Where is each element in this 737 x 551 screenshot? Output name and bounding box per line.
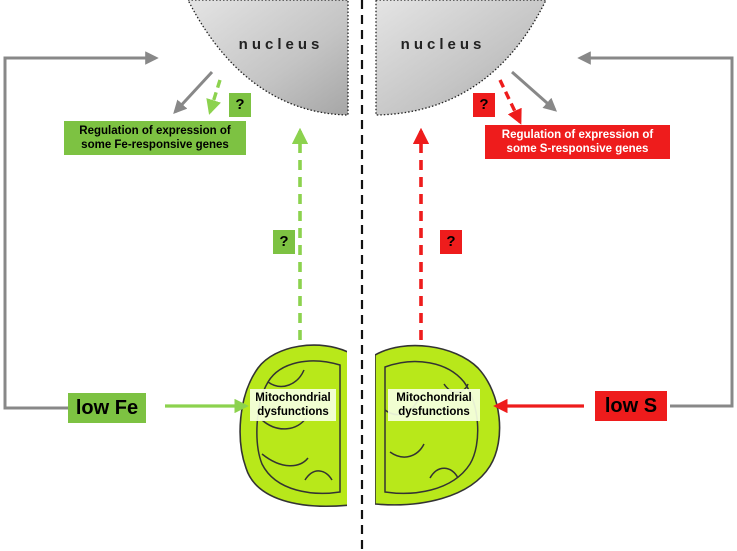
left-feedback-arrow [3,51,159,410]
left-nucleus-dashed-arrow [206,79,222,115]
right-regulation-box: Regulation of expression of some S-respo… [485,125,670,159]
right-nucleus-label: nucleus [400,36,486,53]
left-question-nucleus: ? [229,93,251,117]
right-question-nucleus: ? [473,93,495,117]
left-question-mid: ? [273,230,295,254]
low-s-box: low S [595,391,667,421]
right-feedback-arrow [577,51,734,408]
left-nucleus-label: nucleus [238,36,324,53]
left-nucleus [187,0,349,116]
right-nucleus-dashed-arrow [498,79,522,125]
right-nucleus [375,0,547,116]
low-fe-box: low Fe [68,393,146,423]
left-nucleus-to-genes-arrow [173,70,214,114]
right-mitochondrion [375,344,501,506]
right-mito-label: Mitochondrial dysfunctions [388,389,480,421]
right-question-mid: ? [440,230,462,254]
left-mitochondrion [239,344,347,508]
left-regulation-box: Regulation of expression of some Fe-resp… [64,121,246,155]
left-mito-label: Mitochondrial dysfunctions [250,389,336,421]
right-nucleus-to-genes-arrow [511,70,558,112]
